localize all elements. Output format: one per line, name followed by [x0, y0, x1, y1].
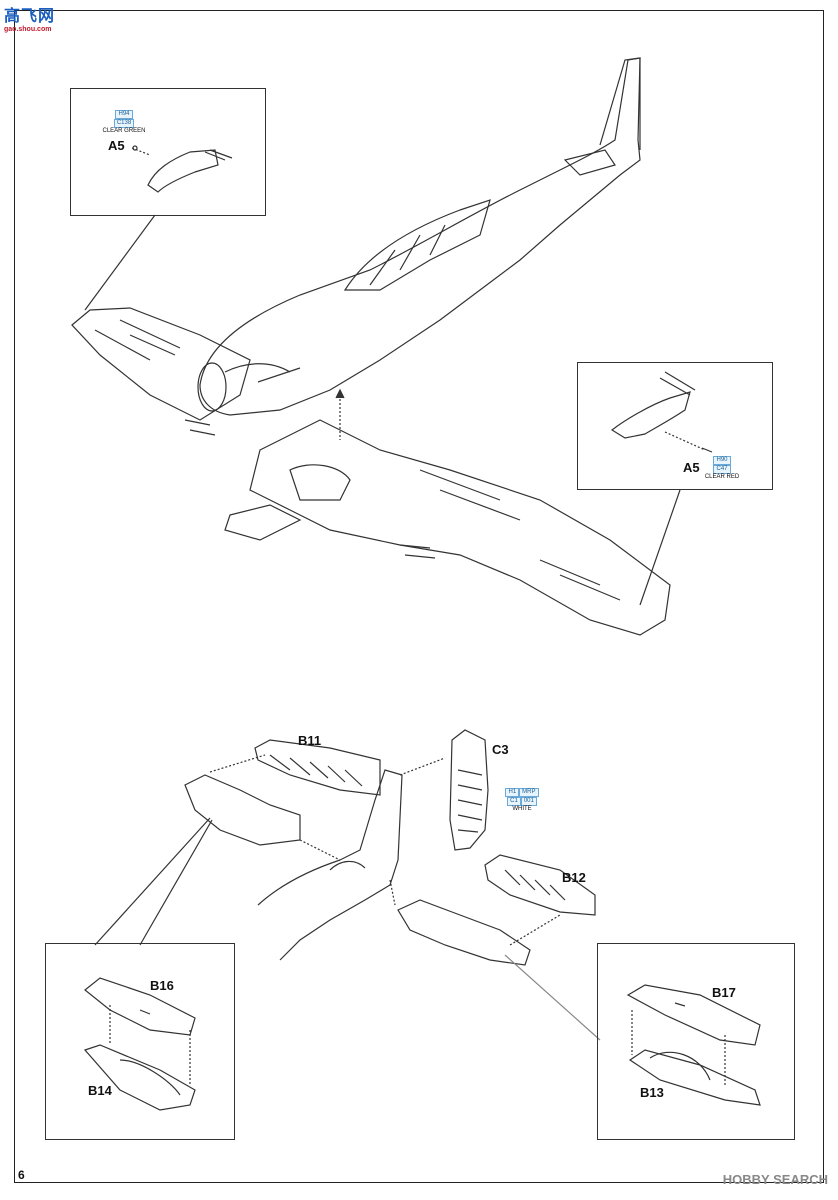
b16-part: [84, 977, 196, 1036]
b17-part: [626, 984, 761, 1046]
right-wing: [249, 419, 671, 636]
leader-line-right: [639, 489, 681, 606]
c3-rudder: [449, 729, 489, 851]
part-label-b16: B16: [150, 978, 174, 993]
nose-spinner: [197, 362, 227, 412]
page-border: [14, 10, 824, 1183]
b12-elevator: [484, 854, 596, 916]
paint-code-mrp: MRP: [519, 788, 539, 797]
right-stabilizer: [397, 899, 531, 966]
canopy: [343, 199, 491, 291]
part-label-b17: B17: [712, 985, 736, 1000]
part-label-c3: C3: [492, 742, 509, 757]
paint-code-c1: C1: [507, 797, 521, 806]
part-label-b13: B13: [640, 1085, 664, 1100]
rear-fuselage: [257, 769, 403, 961]
b13-part: [628, 1049, 761, 1106]
paint-code-h: H94: [115, 110, 133, 119]
site-logo: 高飞网 gao.shou.com: [4, 2, 74, 33]
page-number: 6: [18, 1168, 25, 1182]
paint-code-c: C47: [713, 465, 731, 474]
b11-elevator: [254, 739, 381, 796]
callout-top-right: [577, 362, 773, 490]
logo-text: 高飞网: [4, 8, 56, 25]
paint-name: CLEAR GREEN: [102, 128, 146, 134]
callout-bottom-right: [597, 943, 795, 1140]
paint-name: CLEAR RED: [704, 474, 740, 480]
left-wing: [71, 307, 251, 421]
tail-fin: [599, 57, 641, 150]
paint-code-h: H90: [713, 456, 731, 465]
callout-top-left: [70, 88, 266, 216]
fuselage-outline: [199, 57, 641, 416]
paint-code-c: C138: [113, 119, 135, 128]
watermark-text: HOBBY SEARCH: [722, 1172, 828, 1187]
logo-subtext: gao.shou.com: [4, 26, 52, 33]
paint-ref-clear-red: H90 C47 CLEAR RED: [700, 456, 744, 481]
paint-code-h1: H1: [505, 788, 520, 797]
callout-bottom-left: [45, 943, 235, 1140]
part-label-b11: B11: [298, 733, 322, 748]
paint-code-001: 001: [520, 797, 537, 806]
part-label-b12: B12: [562, 870, 586, 885]
part-label-a5-right: A5: [683, 460, 700, 475]
part-label-b14: B14: [88, 1083, 112, 1098]
paint-ref-clear-green: H94 C138 CLEAR GREEN: [98, 110, 150, 135]
left-stabilizer: [184, 774, 301, 846]
b14-part: [83, 1044, 196, 1111]
leader-line-left: [84, 214, 156, 311]
part-label-a5-left: A5: [108, 138, 125, 153]
paint-name: WHITE: [512, 806, 532, 812]
